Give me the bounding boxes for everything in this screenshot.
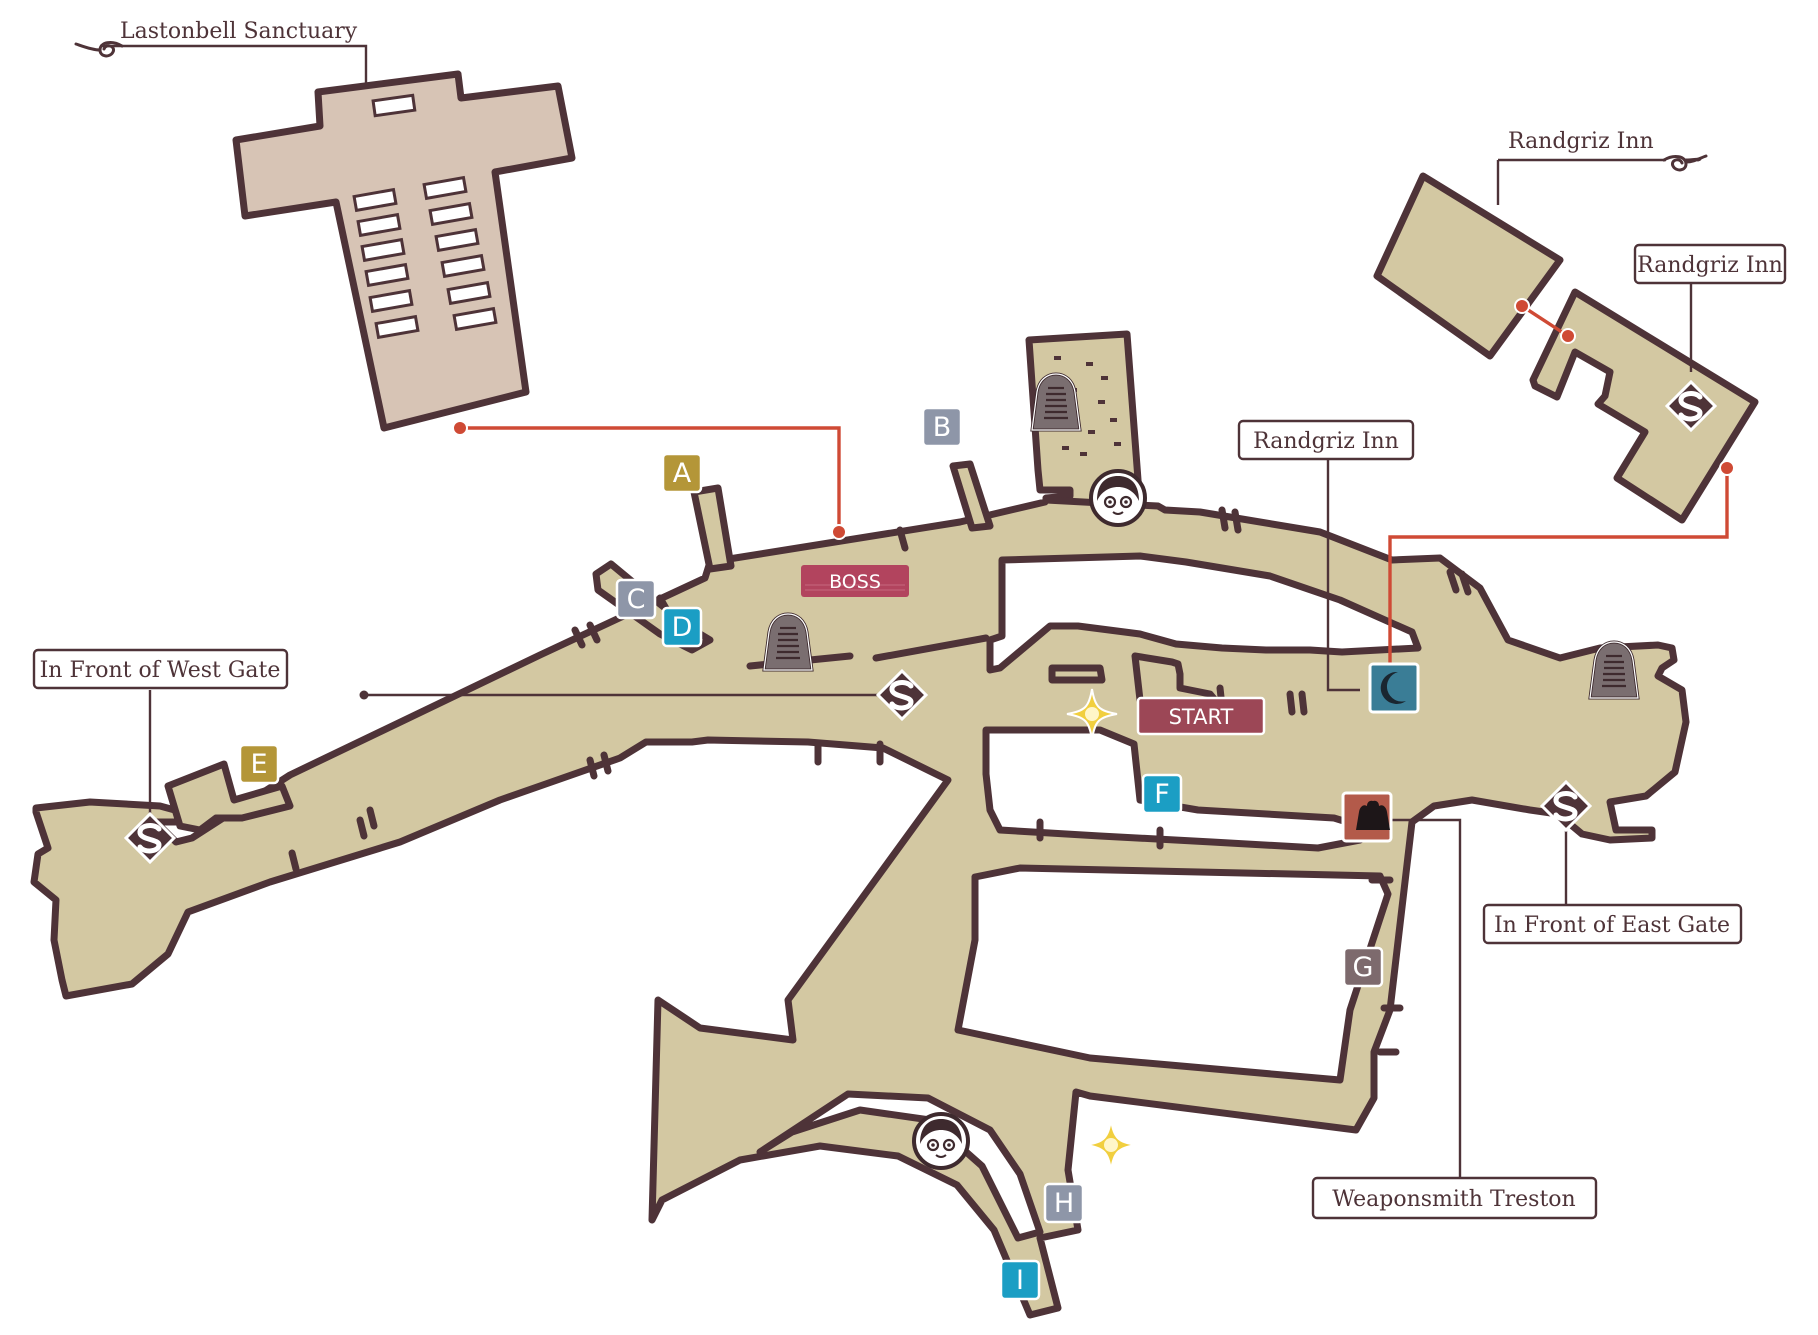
swirl-ornament-icon — [1662, 154, 1708, 172]
wall-notches — [288, 506, 1472, 1056]
svg-text:G: G — [1353, 952, 1374, 983]
gravestone-icon[interactable] — [1030, 372, 1082, 432]
svg-text:H: H — [1054, 1188, 1074, 1219]
svg-text:D: D — [672, 612, 693, 643]
marker-f[interactable]: F — [1141, 773, 1183, 815]
weapon-shop-icon[interactable] — [1341, 791, 1393, 843]
svg-text:In Front of East Gate: In Front of East Gate — [1494, 913, 1730, 938]
marker-i[interactable]: I — [999, 1259, 1041, 1301]
marker-c[interactable]: C — [615, 578, 657, 620]
svg-text:C: C — [627, 584, 646, 615]
start-banner[interactable]: START — [1136, 696, 1266, 736]
building-connectors — [452, 298, 1735, 664]
npc-face-icon[interactable] — [912, 1112, 970, 1170]
svg-text:Randgriz Inn: Randgriz Inn — [1253, 429, 1399, 454]
gravestone-icon[interactable] — [762, 612, 814, 672]
svg-text:I: I — [1016, 1265, 1024, 1296]
marker-e[interactable]: E — [238, 743, 280, 785]
crescent-moon-inn-icon[interactable] — [1368, 662, 1420, 714]
label-east-gate: In Front of East Gate — [1482, 903, 1743, 945]
label-lastonbell-sanctuary: Lastonbell Sanctuary — [120, 19, 358, 44]
lastonbell-sanctuary-building — [232, 70, 576, 432]
svg-text:Randgriz Inn: Randgriz Inn — [1637, 253, 1783, 278]
marker-h[interactable]: H — [1043, 1182, 1085, 1224]
npc-face-icon[interactable] — [1089, 469, 1147, 527]
marker-g[interactable]: G — [1342, 946, 1384, 988]
svg-text:B: B — [933, 412, 952, 443]
marker-b[interactable]: B — [921, 406, 963, 448]
svg-text:In Front of West Gate: In Front of West Gate — [40, 658, 281, 683]
randgriz-inn-building — [1373, 172, 1759, 524]
svg-text:Randgriz Inn: Randgriz Inn — [1508, 129, 1654, 154]
label-west-gate: In Front of West Gate — [32, 648, 289, 690]
label-weaponsmith-treston: Weaponsmith Treston — [1311, 1176, 1598, 1220]
svg-text:A: A — [673, 458, 692, 489]
swirl-ornament-icon — [74, 41, 124, 58]
svg-text:START: START — [1169, 705, 1234, 729]
marker-d[interactable]: D — [661, 606, 703, 648]
boss-banner[interactable]: BOSS — [801, 565, 909, 597]
label-randgriz-inn-mid: Randgriz Inn — [1237, 419, 1415, 461]
label-randgriz-inn-right: Randgriz Inn — [1633, 243, 1787, 285]
svg-text:Weaponsmith Treston: Weaponsmith Treston — [1332, 1187, 1575, 1212]
svg-text:E: E — [250, 749, 267, 780]
gravestone-icon[interactable] — [1588, 640, 1640, 700]
svg-text:BOSS: BOSS — [829, 571, 881, 593]
svg-text:F: F — [1154, 779, 1170, 810]
marker-a[interactable]: A — [661, 452, 703, 494]
label-leader-lines — [100, 44, 1693, 1178]
town-main-area — [30, 496, 1690, 1319]
sparkle-icon[interactable] — [1085, 1119, 1137, 1171]
svg-text:Lastonbell Sanctuary: Lastonbell Sanctuary — [120, 19, 358, 44]
label-randgriz-inn-top: Randgriz Inn — [1508, 129, 1654, 154]
